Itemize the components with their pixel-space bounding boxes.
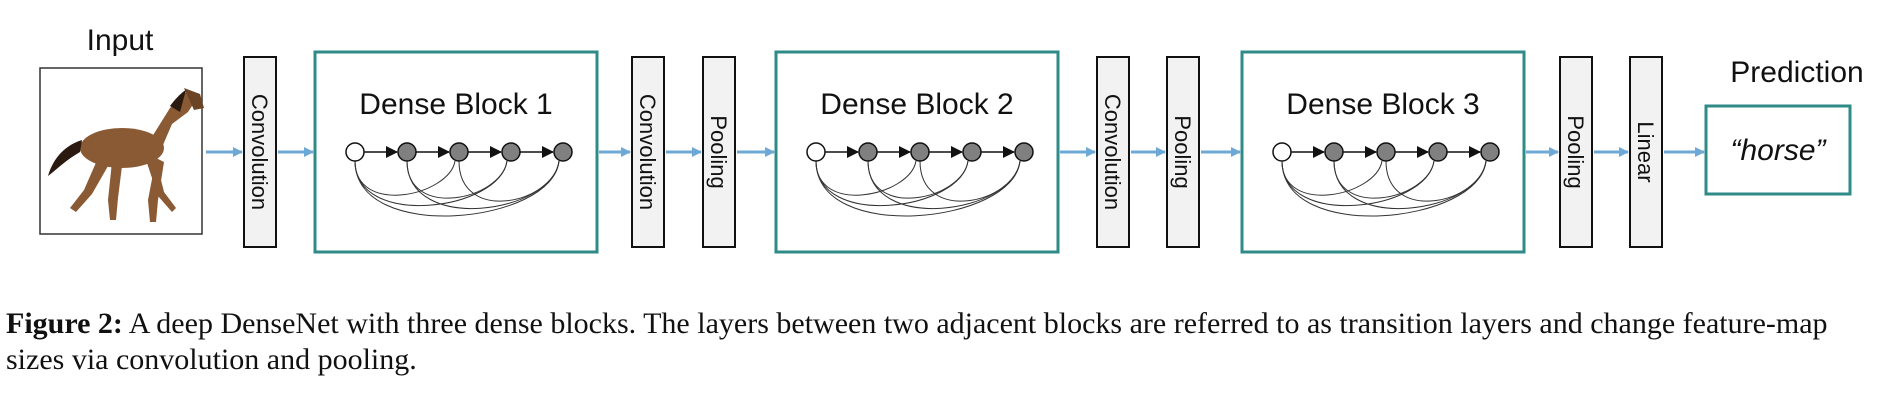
svg-text:Convolution: Convolution (635, 94, 660, 210)
skip-connection (867, 160, 969, 199)
layer-node (397, 142, 417, 162)
skip-connection (458, 160, 560, 202)
skip-connection (815, 160, 917, 196)
input-node (806, 142, 826, 162)
layer-node (910, 142, 930, 162)
svg-text:Dense Block 2: Dense Block 2 (820, 88, 1013, 121)
layer-conv-1: Convolution (243, 56, 277, 248)
layer-node (1324, 142, 1344, 162)
densenet-diagram: Input Prediction “horse” Convolution Con… (39, 24, 1864, 254)
layer-node (553, 142, 573, 162)
svg-text:Linear: Linear (1633, 121, 1658, 182)
svg-text:Convolution: Convolution (1100, 94, 1125, 210)
input-node (345, 142, 365, 162)
svg-text:Pooling: Pooling (706, 115, 731, 188)
prediction-label: Prediction (1730, 56, 1863, 89)
layer-node (501, 142, 521, 162)
layer-node (449, 142, 469, 162)
layer-node (962, 142, 982, 162)
layer-node (1428, 142, 1448, 162)
caption-label: Figure 2: (6, 307, 123, 340)
layer-node (1376, 142, 1396, 162)
layer-pool-2: Pooling (1166, 56, 1200, 248)
svg-text:Pooling: Pooling (1170, 115, 1195, 188)
caption-text: A deep DenseNet with three dense blocks.… (6, 307, 1828, 376)
figure-caption: Figure 2: A deep DenseNet with three den… (6, 306, 1886, 378)
layer-conv-2: Convolution (631, 56, 665, 248)
skip-connection (1385, 160, 1487, 202)
layer-pool-1: Pooling (702, 56, 736, 248)
skip-connection (1333, 160, 1435, 199)
layer-node (858, 142, 878, 162)
layer-pool-3: Pooling (1559, 56, 1593, 248)
dense-block-2: Dense Block 2 (774, 50, 1060, 254)
layer-node (1480, 142, 1500, 162)
svg-text:Dense Block 3: Dense Block 3 (1286, 88, 1479, 121)
prediction-box (1704, 104, 1852, 196)
dense-block-3: Dense Block 3 (1240, 50, 1526, 254)
horse-image (39, 67, 204, 235)
skip-connection (919, 160, 1021, 202)
layer-linear: Linear (1629, 56, 1663, 248)
svg-text:Pooling: Pooling (1563, 115, 1588, 188)
layer-conv-3: Convolution (1096, 56, 1130, 248)
prediction-value: “horse” (1730, 134, 1827, 167)
skip-connection (354, 160, 456, 196)
input-label: Input (87, 24, 154, 57)
skip-connection (406, 160, 508, 199)
svg-text:Dense Block 1: Dense Block 1 (359, 88, 552, 121)
dense-block-1: Dense Block 1 (313, 50, 599, 254)
input-node (1272, 142, 1292, 162)
skip-connection (1281, 160, 1383, 196)
svg-text:Convolution: Convolution (247, 94, 272, 210)
layer-node (1014, 142, 1034, 162)
